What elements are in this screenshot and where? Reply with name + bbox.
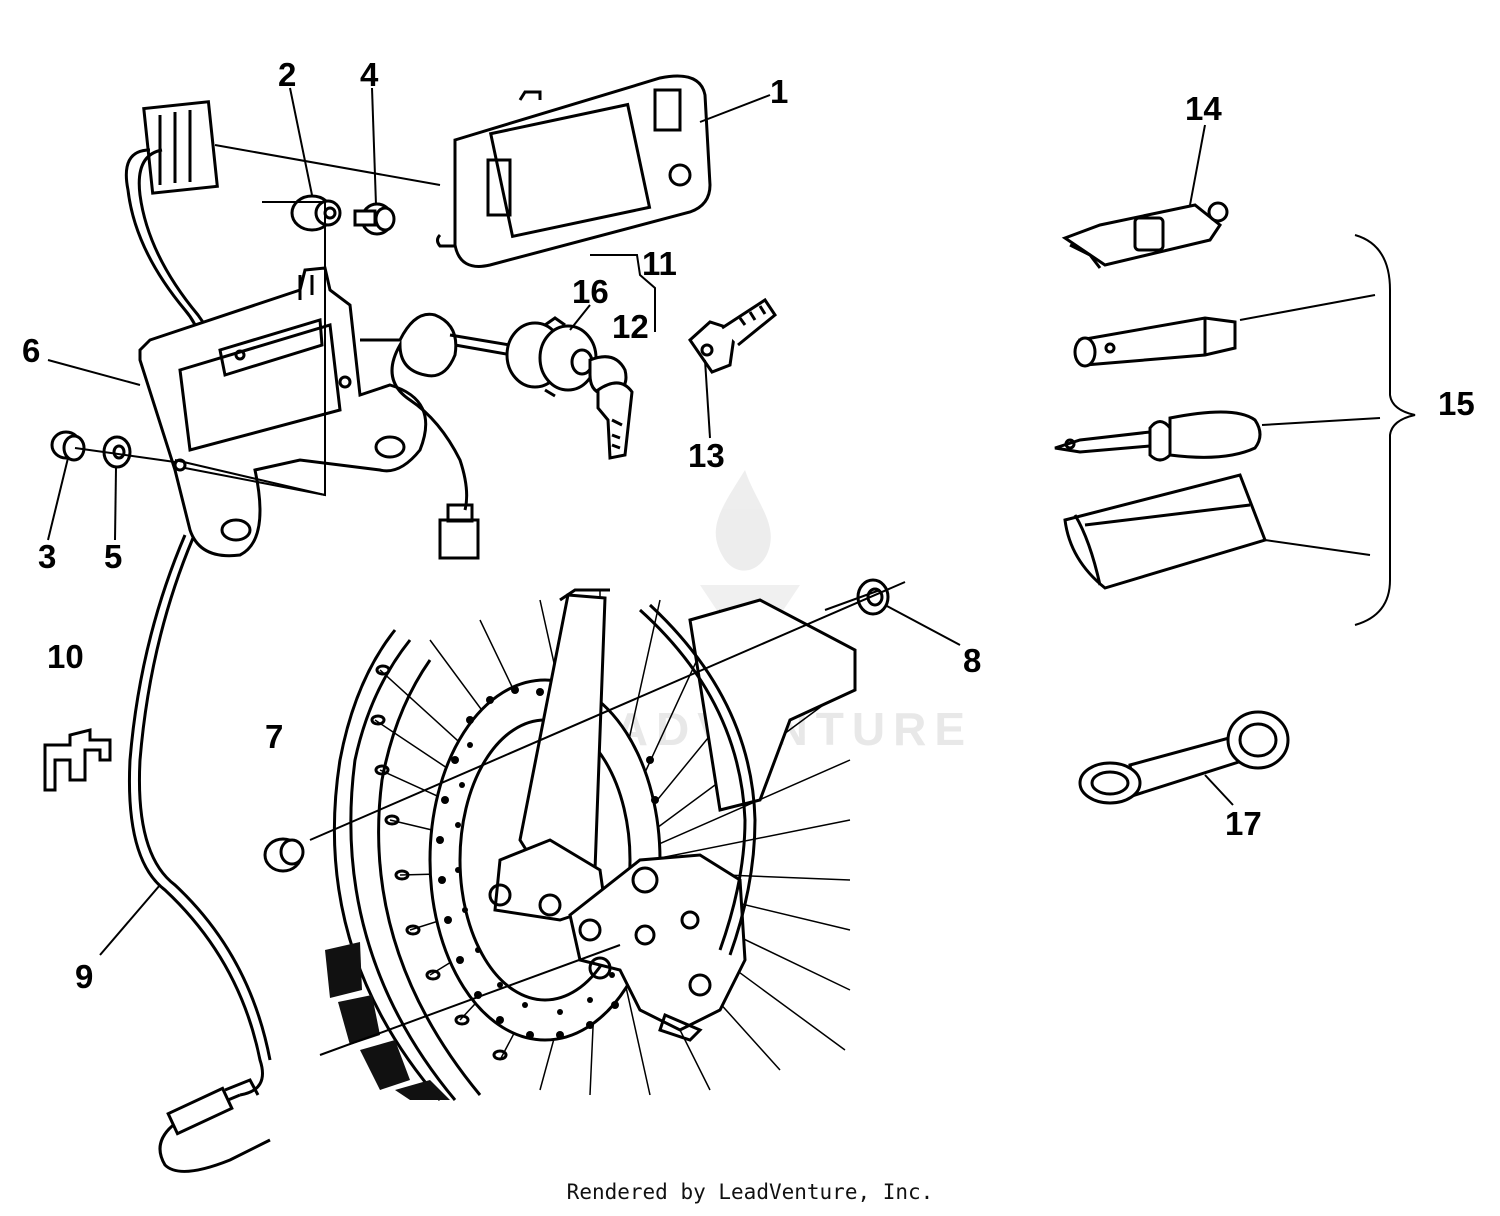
part-15-tool-kit xyxy=(1054,234,1416,626)
callout-11: 11 xyxy=(642,245,677,282)
callout-1: 1 xyxy=(770,73,788,110)
callout-13: 13 xyxy=(688,437,725,474)
part-11-ignition-switch xyxy=(505,316,598,398)
part-1-display-meter xyxy=(436,74,712,268)
callout-4: 4 xyxy=(360,56,379,93)
callout-8: 8 xyxy=(963,642,981,679)
part-4-collar xyxy=(353,202,396,236)
part-13-key-blank xyxy=(688,297,778,374)
front-wheel-assembly xyxy=(325,588,857,1101)
part-17-spanner-wrench xyxy=(1078,710,1290,805)
render-credit: Rendered by LeadVenture, Inc. xyxy=(566,1180,934,1204)
part-10-clip xyxy=(43,728,112,792)
callout-17: 17 xyxy=(1225,805,1262,842)
callout-15: 15 xyxy=(1438,385,1475,422)
callout-7: 7 xyxy=(265,718,283,755)
part-7-bolt xyxy=(263,837,305,873)
callout-6: 6 xyxy=(22,332,40,369)
callout-labels: 1 2 3 4 5 6 7 8 9 10 11 12 13 14 15 16 1… xyxy=(22,56,1475,995)
callout-10: 10 xyxy=(47,638,84,675)
part-12-key-set xyxy=(588,355,634,460)
ignition-wiring xyxy=(360,312,513,560)
callout-2: 2 xyxy=(278,56,296,93)
part-3-nut xyxy=(50,430,86,462)
part-9-speed-sensor-cable xyxy=(127,534,272,1173)
callout-12: 12 xyxy=(612,308,649,345)
part-6-bracket xyxy=(138,266,428,558)
callout-16: 16 xyxy=(572,273,609,310)
leader-lines xyxy=(47,87,1381,1056)
callout-14: 14 xyxy=(1185,90,1222,127)
callout-9: 9 xyxy=(75,958,93,995)
callout-5: 5 xyxy=(104,538,122,575)
part-2-grommet xyxy=(290,194,342,232)
callout-3: 3 xyxy=(38,538,56,575)
part-14-tool-bag xyxy=(1061,201,1229,269)
